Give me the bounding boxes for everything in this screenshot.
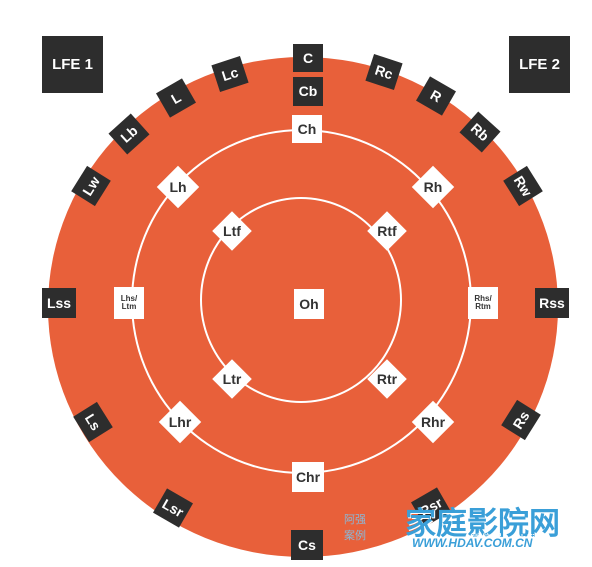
watermark-wechat: 微信号: cnhifi	[470, 533, 535, 545]
speaker-rhs-rtm: Rhs/ Rtm	[468, 287, 498, 319]
speaker-rss: Rss	[535, 288, 569, 318]
speaker-ch: Ch	[292, 115, 322, 143]
speaker-lss: Lss	[42, 288, 76, 318]
speaker-lhs-ltm: Lhs/ Ltm	[114, 287, 144, 319]
watermark-side-text: 阿强 案例	[344, 512, 366, 544]
speaker-rtf-label: Rtf	[377, 223, 397, 239]
watermark-url: WWW.HDAV.COM.CN	[412, 536, 533, 550]
speaker-oh: Oh	[294, 289, 324, 319]
speaker-rh-label: Rh	[423, 179, 443, 195]
watermark-side-line2: 案例	[344, 530, 366, 542]
speaker-rtr-label: Rtr	[376, 371, 398, 387]
speaker-lh-label: Lh	[169, 179, 187, 195]
lfe-2-box: LFE 2	[509, 36, 570, 93]
speaker-c: C	[293, 44, 323, 72]
speaker-rhr-label: Rhr	[420, 414, 446, 430]
speaker-ltf-label: Ltf	[223, 223, 241, 239]
speaker-cs: Cs	[291, 530, 323, 560]
speaker-ltr-label: Ltr	[222, 371, 242, 387]
top-ring	[200, 197, 402, 403]
speaker-chr: Chr	[292, 462, 324, 492]
speaker-cb: Cb	[293, 77, 323, 106]
watermark-brand: 家庭影院网	[405, 506, 560, 542]
speaker-lhr-label: Lhr	[168, 414, 192, 430]
watermark-side-line1: 阿强	[344, 514, 366, 526]
lfe-1-box: LFE 1	[42, 36, 103, 93]
